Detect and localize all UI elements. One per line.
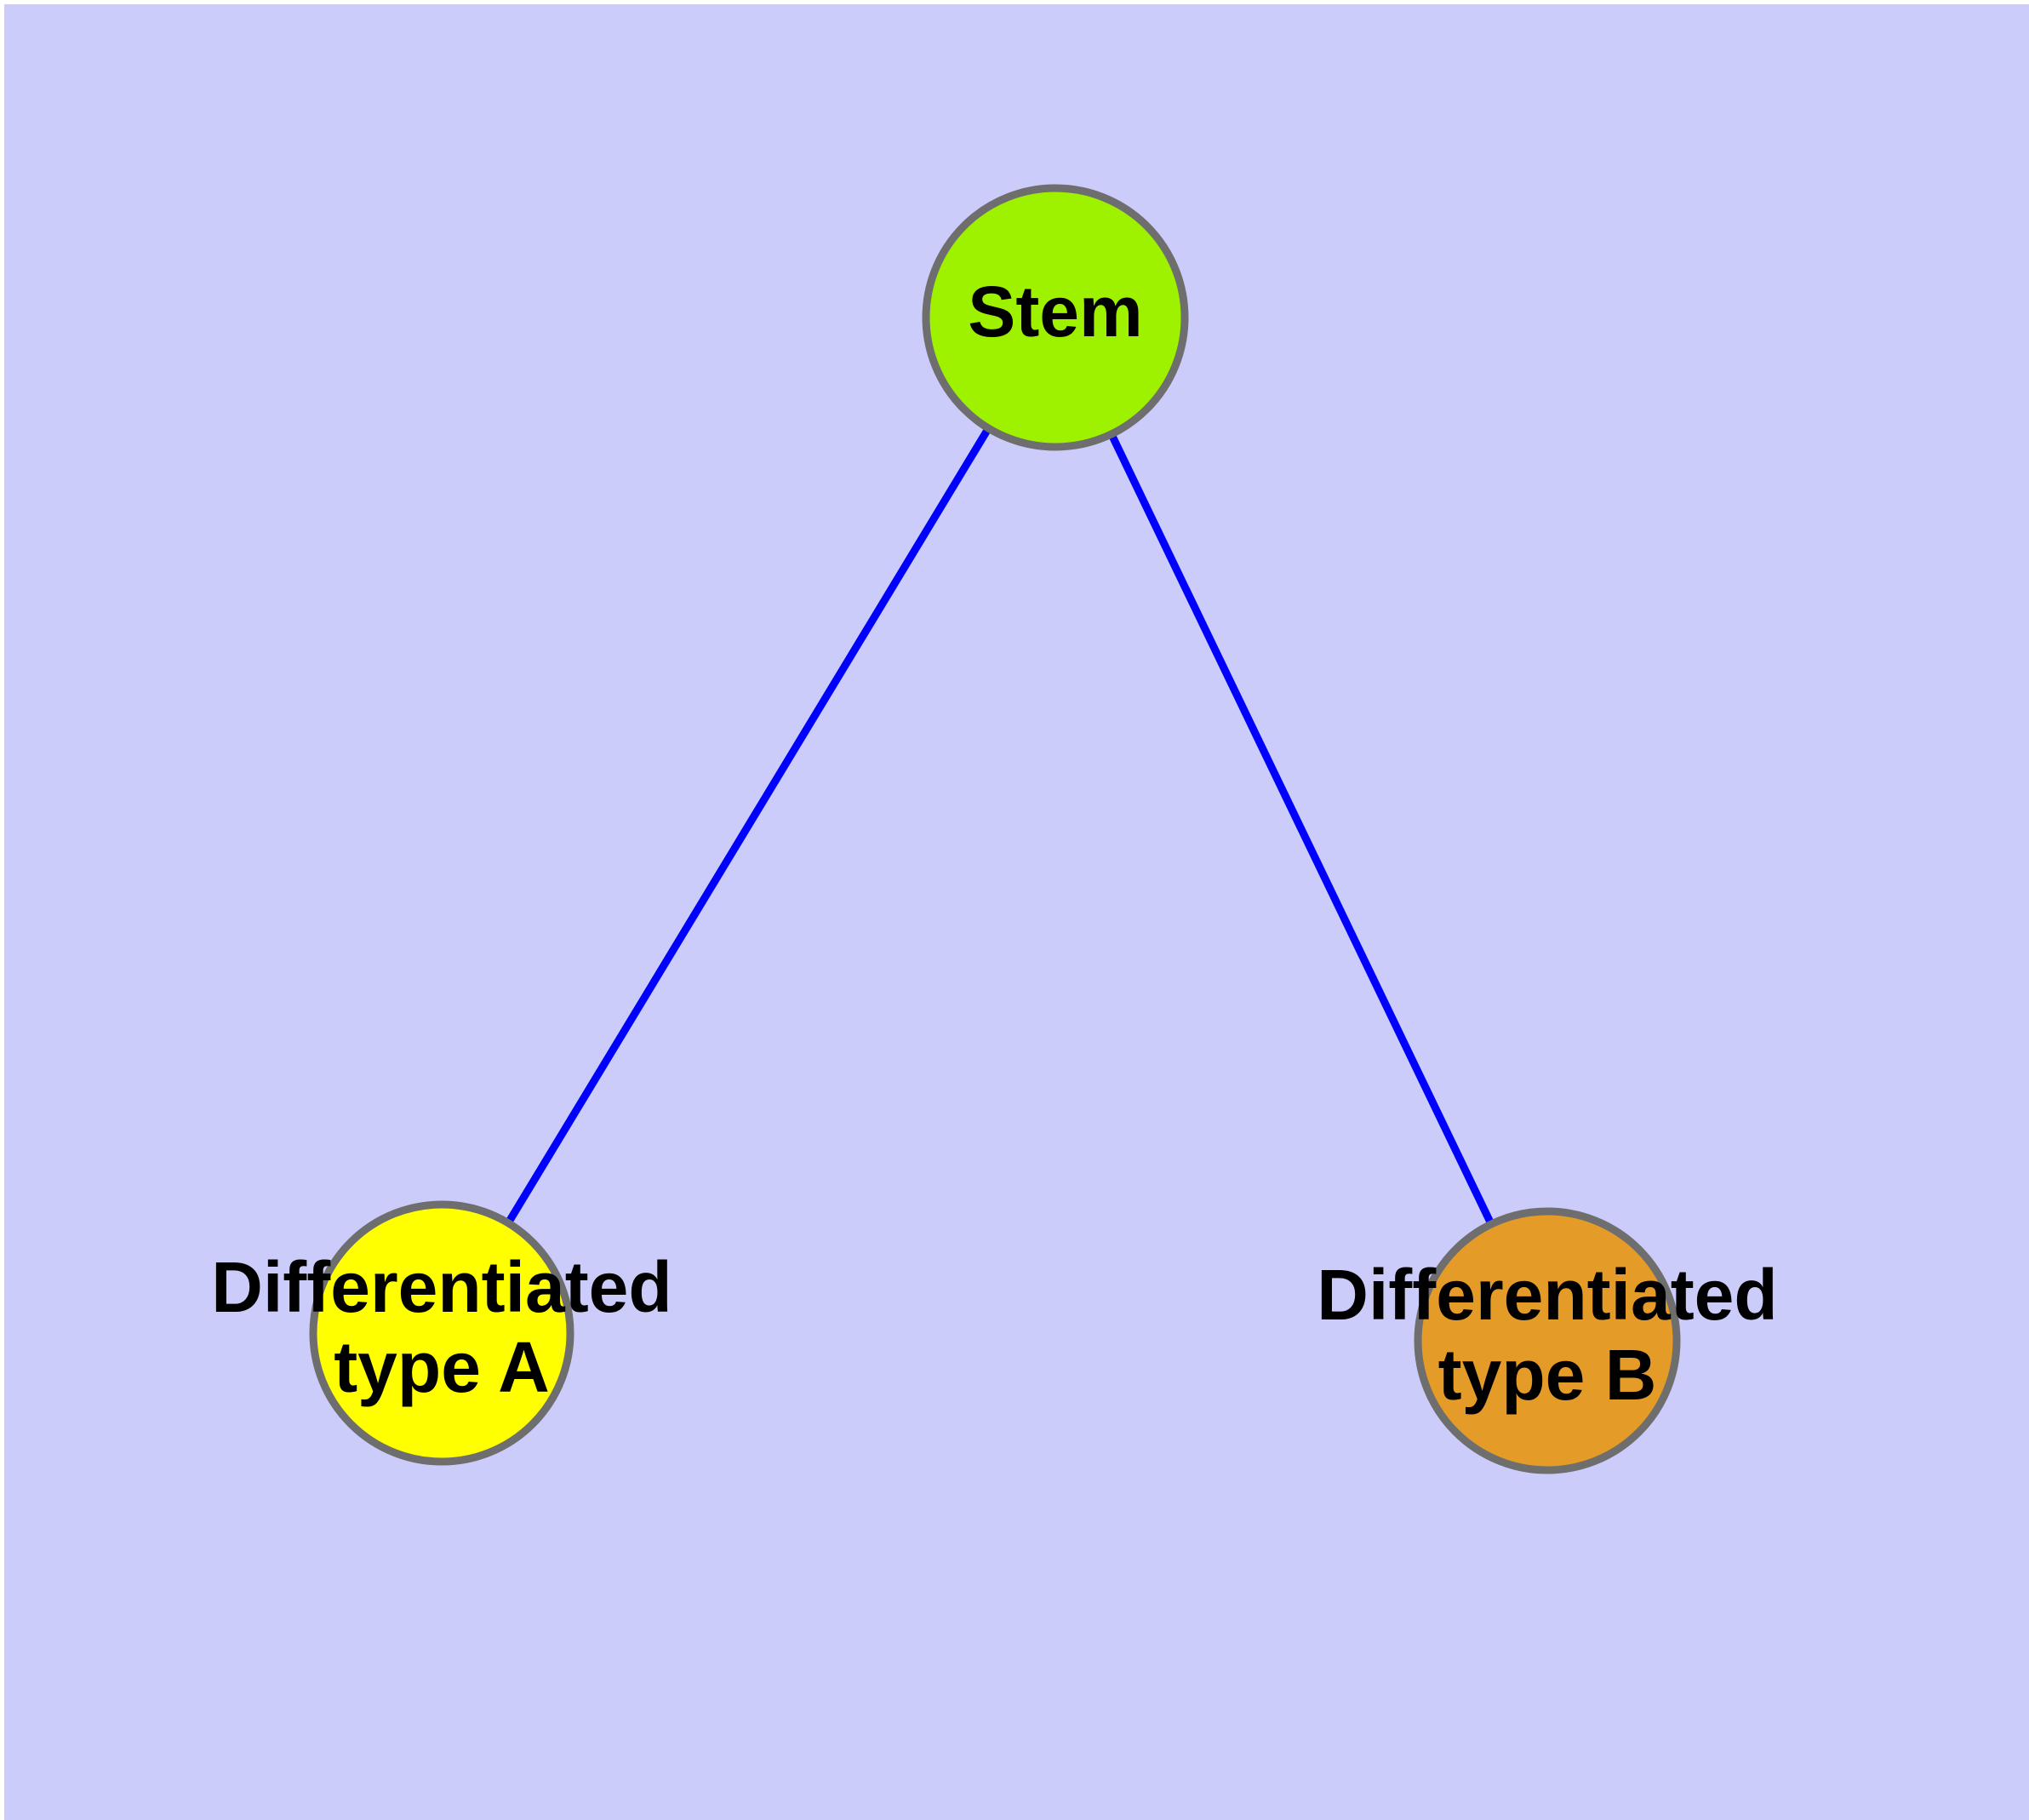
node-label-line: Differentiated bbox=[1317, 1255, 1777, 1335]
node-label-line: Stem bbox=[968, 272, 1142, 352]
node-label-line: type B bbox=[1438, 1335, 1657, 1415]
node-differentiated-type-a-circle[interactable] bbox=[309, 1200, 574, 1466]
edges-group bbox=[504, 425, 1496, 1228]
node-label-line: type A bbox=[334, 1327, 550, 1407]
node-stem[interactable]: Stem bbox=[922, 184, 1189, 451]
edge-stem-to-differentiated-type-b[interactable] bbox=[1106, 431, 1496, 1228]
node-stem-circle[interactable] bbox=[922, 184, 1189, 451]
node-stem-label: Stem bbox=[968, 272, 1142, 352]
node-differentiated-type-b-circle[interactable] bbox=[1414, 1207, 1681, 1474]
node-label-line: Differentiated bbox=[211, 1247, 672, 1327]
edge-stem-to-differentiated-type-a[interactable] bbox=[504, 425, 993, 1227]
